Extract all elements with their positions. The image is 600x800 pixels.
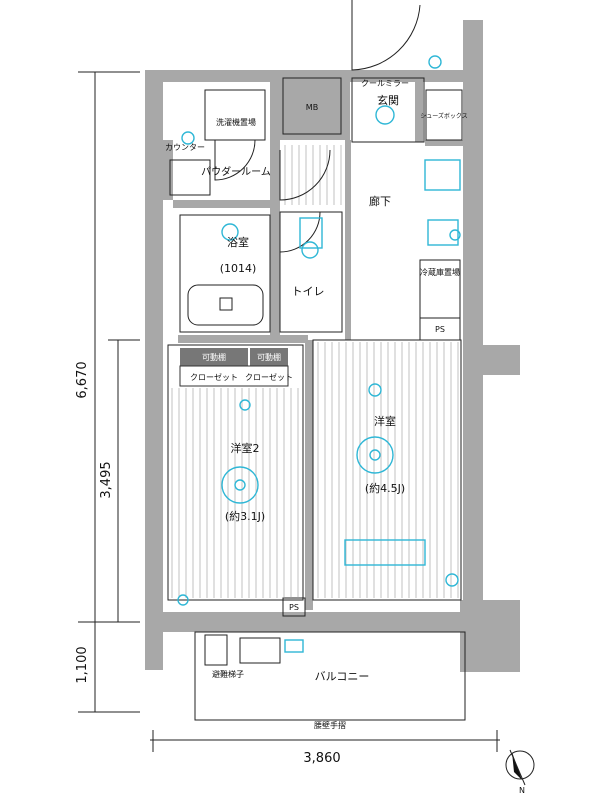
label-movable-shelf-1: 可動棚 [202, 352, 226, 362]
label-bath: 浴室 [227, 235, 249, 249]
label-handrail: 腰壁手摺 [314, 720, 346, 730]
label-ps-upper: PS [435, 325, 445, 334]
label-entrance: 玄関 [377, 93, 399, 107]
label-western-room-1-size: (約4.5J) [365, 481, 405, 495]
shoes-box [425, 89, 463, 141]
room2-floor [167, 344, 304, 601]
compass-label: N [519, 786, 525, 795]
label-corridor: 廊下 [369, 194, 391, 208]
floor-board-lines [171, 145, 459, 598]
label-mb: MB [306, 103, 318, 112]
dim-room-height: 3,495 [99, 461, 114, 498]
balcony-area [194, 631, 466, 721]
dim-total-height: 6,670 [75, 361, 90, 398]
label-storage: 冷蔵庫置場 [420, 267, 460, 277]
label-toilet: トイレ [292, 285, 325, 298]
label-bath-size: (1014) [220, 262, 257, 275]
label-western-room-1: 洋室 [374, 414, 396, 428]
toilet-room [279, 211, 343, 333]
dim-balcony-height: 1,100 [75, 646, 90, 683]
interior-walls [163, 82, 463, 610]
label-closet-1: クローゼット [190, 372, 238, 382]
evacuation-ladder-hatch [204, 634, 228, 666]
label-counter: カウンター [165, 143, 205, 152]
ps-lower-box [282, 597, 306, 617]
bath-room [179, 214, 271, 333]
label-shoes-box: シューズボックス [420, 112, 468, 120]
outer-walls [145, 20, 520, 672]
counter-sink [169, 159, 211, 196]
label-balcony: バルコニー [315, 670, 370, 683]
closet-shelf-1 [180, 348, 248, 366]
label-movable-shelf-2: 可動棚 [257, 352, 281, 362]
entrance-room [351, 77, 425, 143]
label-western-room-2-size: (約3.1J) [225, 509, 265, 523]
washer-box [204, 89, 266, 141]
label-closet-2: クローゼット [245, 372, 293, 382]
label-cool-mirror: クールミラー [361, 79, 409, 88]
label-powder-room: パウダールーム [201, 165, 271, 178]
label-ps-lower: PS [289, 603, 299, 612]
label-western-room-2: 洋室2 [231, 441, 260, 455]
doors [190, 0, 421, 601]
bathtub [187, 284, 264, 326]
compass-icon [505, 749, 535, 786]
ac-outdoor-unit [239, 637, 281, 664]
label-evacuation-ladder: 避難梯子 [212, 669, 244, 679]
room1-floor [312, 339, 462, 601]
dim-total-width: 3,860 [303, 751, 340, 766]
electrical-fixtures [177, 55, 461, 653]
closet-rail [179, 365, 289, 387]
label-washer: 洗濯機置場 [216, 117, 256, 127]
mb-room [282, 77, 342, 135]
bathtub-drain [219, 297, 233, 311]
dimension-lines [78, 71, 500, 752]
closet-shelf-2 [250, 348, 288, 366]
